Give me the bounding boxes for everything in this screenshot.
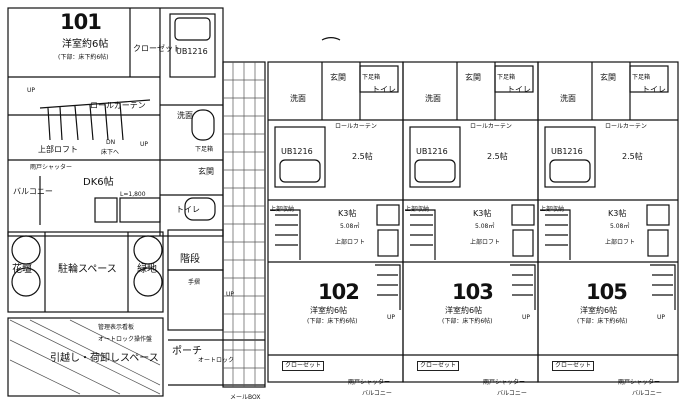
unit-105-shoe: 下足箱 — [632, 74, 651, 81]
unit-105-room: 洋室約6帖 — [580, 306, 618, 315]
unit-105-kitchen: K3帖 — [608, 209, 627, 218]
unit-102-ub: UB1216 — [281, 147, 313, 156]
unit-103-kitchen: K3帖 — [473, 209, 492, 218]
mailbox-label: メールBOX — [230, 394, 261, 401]
unit-101-note: (下部：床下約6帖) — [58, 54, 109, 61]
unit-101-closet: クローゼット — [133, 44, 181, 53]
unit-102-kitchen: K3帖 — [338, 209, 357, 218]
bike-parking-label: 駐輪スペース — [58, 264, 117, 275]
unit-101-dn: DN — [106, 139, 116, 146]
unit-101-number: 101 — [60, 10, 102, 34]
handrail-label: 手摺 — [188, 279, 201, 286]
unit-101-dk: DK6帖 — [83, 177, 114, 188]
unit-101-toilet: トイレ — [176, 205, 200, 214]
unit-105-loft-room: 2.5帖 — [622, 152, 643, 161]
unit-105-up: UP — [657, 314, 666, 321]
unit-105-closet: クローゼット — [552, 361, 595, 371]
unit-105-ub: UB1216 — [551, 147, 583, 156]
unit-102-storage: 上部収納 — [270, 206, 295, 213]
unit-105-curtain: ロールカーテン — [605, 123, 647, 130]
unit-105-wash: 洗面 — [560, 94, 576, 103]
unit-105-number: 105 — [586, 280, 628, 304]
unit-105-storage: 上部収納 — [540, 206, 565, 213]
unit-103-room: 洋室約6帖 — [445, 306, 483, 315]
unit-103-curtain: ロールカーテン — [470, 123, 512, 130]
unit-103-note: (下部：床下約6帖) — [442, 318, 493, 325]
unit-102-walls — [267, 36, 404, 383]
unit-101-curtain: ロールカーテン — [90, 101, 146, 110]
unit-105-entrance: 玄関 — [600, 73, 616, 82]
unit-105-toilet: トイレ — [642, 85, 666, 94]
unit-103-balcony: バルコニー — [497, 390, 527, 397]
unit-102-loft: 上部ロフト — [335, 239, 366, 246]
unit-101-loft: 上部ロフト — [38, 145, 78, 154]
unit-102-toilet: トイレ — [372, 85, 396, 94]
unit-102-note: (下部：床下約6帖) — [307, 318, 358, 325]
moving-space-label: 引越し・荷卸しスペース — [50, 353, 159, 364]
unit-105-loft: 上部ロフト — [605, 239, 636, 246]
unit-101-under: 床下へ — [101, 149, 120, 156]
unit-103-number: 103 — [452, 280, 494, 304]
unit-102-loft-room: 2.5帖 — [352, 152, 373, 161]
unit-103-walls — [402, 61, 539, 383]
unit-101-balcony: バルコニー — [13, 187, 53, 196]
unit-103-wash: 洗面 — [425, 94, 441, 103]
unit-103-up: UP — [522, 314, 531, 321]
unit-103-entrance: 玄関 — [465, 73, 481, 82]
unit-105-balcony: バルコニー — [632, 390, 662, 397]
unit-105-walls — [537, 61, 679, 383]
flowerbed-label: 花壇 — [12, 264, 32, 275]
unit-101-wash: 洗面 — [177, 111, 193, 120]
unit-103-closet: クローゼット — [417, 361, 460, 371]
ub-101 — [169, 13, 216, 78]
unit-101-ldim: L=1,800 — [120, 191, 146, 198]
unit-103-toilet: トイレ — [507, 85, 531, 94]
unit-102-entrance: 玄関 — [330, 73, 346, 82]
signboard-label: 管理表示看板 — [98, 324, 135, 331]
unit-105-note: (下部：床下約6帖) — [577, 318, 628, 325]
unit-101-shoe: 下足箱 — [195, 146, 214, 153]
unit-102-closet: クローゼット — [282, 361, 325, 371]
green-area-label: 緑地 — [137, 264, 157, 275]
stairs-label: 階段 — [180, 254, 200, 265]
unit-103-loft-room: 2.5帖 — [487, 152, 508, 161]
unit-103-kitchen-dim: 5.08㎡ — [475, 223, 495, 230]
unit-101-shutter: 雨戸シャッター — [30, 164, 73, 171]
unit-102-number: 102 — [318, 280, 360, 304]
unit-101-room: 洋室約6帖 — [62, 39, 109, 50]
unit-102-room: 洋室約6帖 — [310, 306, 348, 315]
autolock-door-label: オートロック — [198, 357, 235, 364]
unit-103-shutter: 雨戸シャッター — [483, 379, 526, 386]
corridor-up-label: UP — [226, 291, 235, 298]
unit-103-shoe: 下足箱 — [497, 74, 516, 81]
unit-101-up-1: UP — [27, 87, 36, 94]
unit-105-shutter: 雨戸シャッター — [618, 379, 661, 386]
unit-101-ub: UB1216 — [176, 47, 208, 56]
unit-101-entrance: 玄関 — [198, 167, 214, 176]
unit-103-storage: 上部収納 — [405, 206, 430, 213]
porch-label: ポーチ — [172, 346, 202, 357]
unit-102-up: UP — [387, 314, 396, 321]
unit-102-shutter: 雨戸シャッター — [348, 379, 391, 386]
unit-102-balcony: バルコニー — [362, 390, 392, 397]
unit-105-kitchen-dim: 5.08㎡ — [610, 223, 630, 230]
unit-103-ub: UB1216 — [416, 147, 448, 156]
unit-101-up-2: UP — [140, 141, 149, 148]
unit-102-wash: 洗面 — [290, 94, 306, 103]
autolock-panel-label: オートロック操作盤 — [98, 336, 153, 343]
unit-102-kitchen-dim: 5.08㎡ — [340, 223, 360, 230]
unit-102-curtain: ロールカーテン — [335, 123, 377, 130]
unit-102-shoe: 下足箱 — [362, 74, 381, 81]
unit-103-loft: 上部ロフト — [470, 239, 501, 246]
